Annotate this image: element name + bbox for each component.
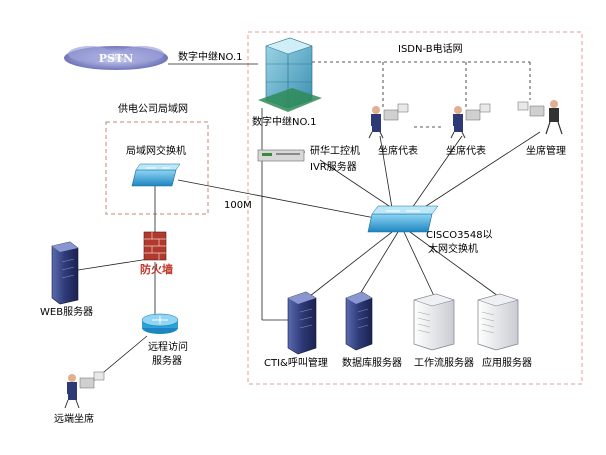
pstn-cloud — [64, 46, 168, 70]
ipc-label-line2: IVR服务器 — [310, 162, 357, 173]
db-server-device — [345, 291, 373, 351]
firewall-device — [143, 231, 167, 261]
seat-manager-label: 坐席管理 — [526, 146, 566, 157]
web-server-label: WEB服务器 — [40, 307, 94, 318]
digital-trunk-equipment — [258, 37, 322, 112]
power-lan-label: 供电公司局域网 — [118, 104, 188, 115]
workflow-server-device — [413, 293, 455, 351]
remote-access-label-line1: 远程访问 — [148, 342, 188, 353]
link-speed-label: 100M — [224, 200, 252, 211]
ipc-label-line1: 研华工控机 — [310, 146, 360, 157]
app-server-label: 应用服务器 — [482, 358, 532, 369]
seat-agent-2-label: 坐席代表 — [446, 146, 486, 157]
db-server-label: 数据库服务器 — [342, 358, 402, 369]
digital-trunk-label: 数字中继NO.1 — [252, 117, 317, 128]
seat-agent-1-label: 坐席代表 — [378, 146, 418, 157]
app-server-device — [477, 293, 519, 351]
cisco-switch-device — [367, 205, 439, 233]
cisco-switch-label-line2: 太网交换机 — [428, 244, 478, 255]
remote-access-label-line2: 服务器 — [152, 356, 182, 367]
lan-switch-device — [131, 163, 181, 187]
power-lan-boundary — [105, 121, 209, 215]
firewall-label: 防火墙 — [140, 263, 173, 276]
cisco-switch-label-line1: CISCO3548以 — [426, 230, 493, 241]
connection-lines — [77, 61, 541, 383]
seat-agent-2-figure — [450, 103, 491, 139]
seat-agent-1-figure — [368, 103, 409, 139]
isdn-network-label: ISDN-B电话网 — [398, 44, 463, 55]
pstn-label: PSTN — [99, 52, 133, 65]
remote-seat-label: 远端坐席 — [54, 414, 94, 425]
lan-switch-label: 局域网交换机 — [126, 146, 186, 157]
seat-manager-figure — [517, 100, 563, 135]
ipc-device — [257, 149, 305, 162]
digital-trunk-top-label: 数字中继NO.1 — [178, 52, 243, 63]
remote-access-router — [141, 313, 179, 334]
workflow-server-label: 工作流服务器 — [414, 358, 474, 369]
cti-server-label: CTI&呼叫管理 — [264, 358, 328, 369]
remote-seat-figure — [64, 371, 105, 409]
cti-server-device — [287, 291, 317, 355]
web-server-device — [51, 241, 79, 305]
